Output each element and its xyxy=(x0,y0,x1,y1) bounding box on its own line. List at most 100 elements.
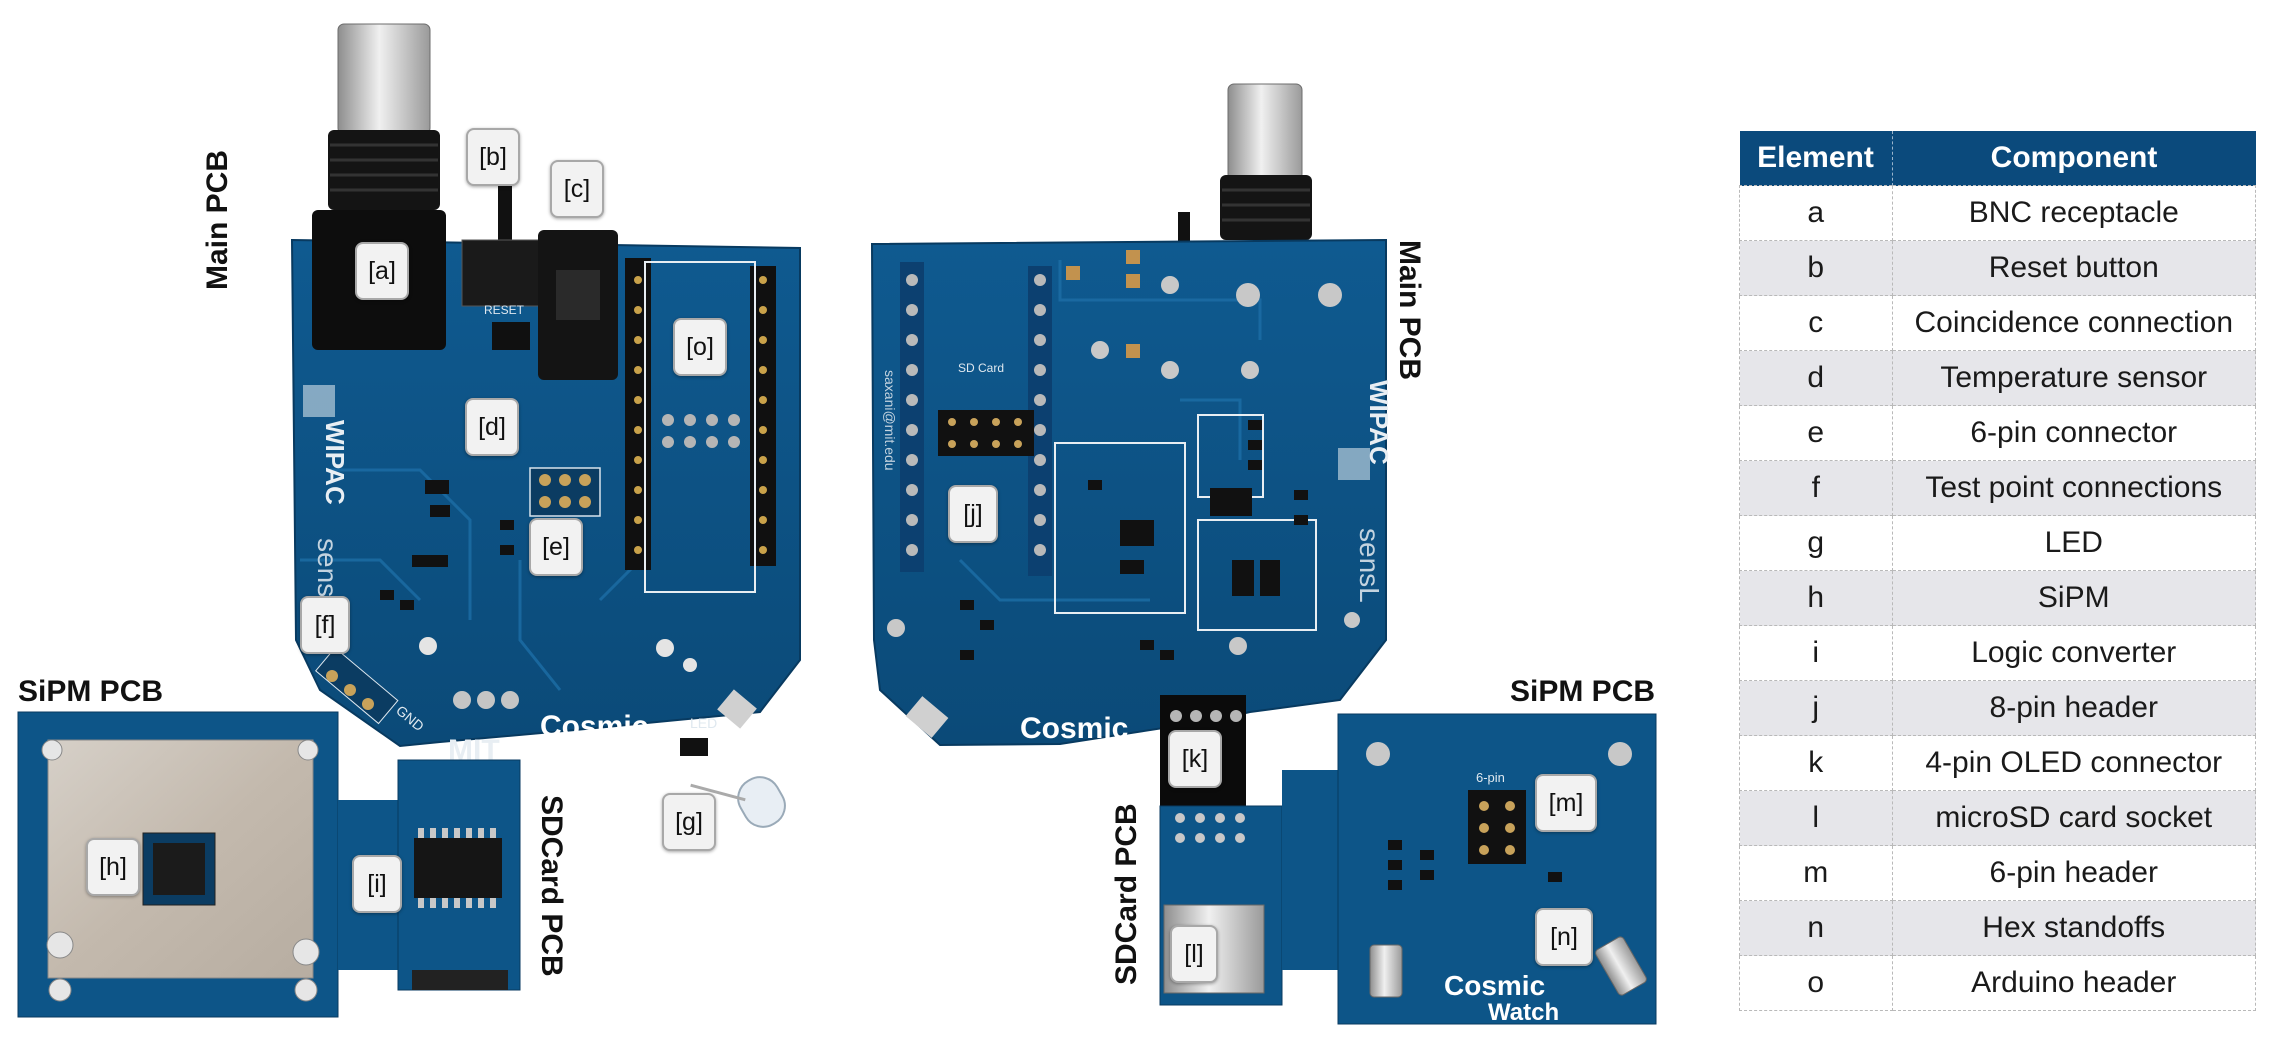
bnc-nut-right xyxy=(1220,175,1312,240)
table-header-component: Component xyxy=(1892,131,2256,186)
center-pin-block xyxy=(662,414,740,448)
table-cell-element: d xyxy=(1739,350,1893,406)
sdcard-edge-left xyxy=(412,970,508,990)
callout-m: [m] xyxy=(1535,774,1597,832)
peak-detector-outline xyxy=(1197,519,1317,631)
bnc-barrel-left xyxy=(337,23,431,135)
six-pin-header-right xyxy=(1468,790,1526,864)
eight-pin-header xyxy=(938,410,1034,456)
table-cell-element: h xyxy=(1739,570,1893,626)
table-cell-component: Reset button xyxy=(1891,240,2256,296)
table-cell-component: 4-pin OLED connector xyxy=(1891,735,2256,791)
bnc-thread-right xyxy=(1222,188,1310,222)
sdcard-silkscreen: SD Card xyxy=(958,361,1004,375)
table-cell-component: 6-pin header xyxy=(1891,845,2256,901)
table-cell-element: c xyxy=(1739,295,1893,351)
sipm-holes-right xyxy=(1366,742,1632,766)
callout-l: [l] xyxy=(1170,925,1218,983)
table-cell-element: o xyxy=(1739,955,1893,1011)
led-pads xyxy=(680,738,708,756)
reset-button-body xyxy=(461,239,547,307)
logic-converter-chip xyxy=(414,838,502,898)
smd-components-right xyxy=(960,420,1308,660)
test-points xyxy=(315,647,399,725)
wipac-logo-left xyxy=(303,385,335,417)
table-cell-component: Test point connections xyxy=(1891,460,2256,516)
reset-silkscreen: RESET xyxy=(484,303,525,317)
hex-standoff-2 xyxy=(1595,936,1647,996)
cosmic-logo-left: Cosmic xyxy=(540,710,648,743)
table-cell-element: k xyxy=(1739,735,1893,791)
callout-b: [b] xyxy=(466,128,520,186)
temperature-sensor xyxy=(492,322,530,350)
bnc-thread-left xyxy=(330,143,438,192)
sdcard-pins-right xyxy=(1175,813,1245,843)
six-pin-header-pins xyxy=(1479,801,1515,855)
header-holes-right xyxy=(906,274,1046,556)
traces-right xyxy=(958,260,1262,602)
callout-d: [d] xyxy=(465,398,519,456)
watch-logo-left: Watch xyxy=(585,740,662,770)
sipm-bridge-right xyxy=(1282,770,1340,970)
reset-stem-right xyxy=(1178,212,1190,246)
callout-c: [c] xyxy=(550,160,604,218)
label-sipm-pcb-right: SiPM PCB xyxy=(1510,675,1656,708)
table-cell-component: Hex standoffs xyxy=(1891,900,2256,956)
wipac-logo-right xyxy=(1338,448,1370,480)
copper-pads-right xyxy=(1066,250,1140,358)
callout-a: [a] xyxy=(355,242,409,300)
reset-button-stem xyxy=(498,185,512,245)
callout-f: [f] xyxy=(300,596,350,654)
table-cell-element: i xyxy=(1739,625,1893,681)
wipac-silkscreen-left: WIPAC xyxy=(320,420,350,505)
label-main-pcb-left: Main PCB xyxy=(201,149,234,290)
table-cell-component: microSD card socket xyxy=(1891,790,2256,846)
label-main-pcb-right: Main PCB xyxy=(1393,240,1426,381)
label-sipm-pcb-left: SiPM PCB xyxy=(18,675,164,708)
table-cell-component: Temperature sensor xyxy=(1891,350,2256,406)
sensl-silkscreen-right: sensL xyxy=(1354,528,1385,603)
sipm-screws xyxy=(41,739,320,1002)
dcdc-booster-outline xyxy=(1054,442,1186,614)
table-cell-component: Logic converter xyxy=(1891,625,2256,681)
led-bulb xyxy=(690,776,786,828)
table-cell-component: BNC receptacle xyxy=(1891,185,2256,241)
sipm-smd-right xyxy=(1388,840,1562,890)
callout-h: [h] xyxy=(86,838,140,896)
led-silkscreen: LED xyxy=(690,715,717,731)
email-silkscreen-right: saxani@mit.edu xyxy=(882,370,898,471)
label-sdcard-pcb-left: SDCard PCB xyxy=(535,795,568,977)
mount-holes-left xyxy=(419,637,697,672)
table-cell-element: m xyxy=(1739,845,1893,901)
label-sdcard-pcb-right: SDCard PCB xyxy=(1110,803,1143,985)
arduino-pins xyxy=(634,276,767,554)
arduino-outline xyxy=(644,261,756,593)
callout-e: [e] xyxy=(529,518,583,576)
table-cell-component: SiPM xyxy=(1891,570,2256,626)
table-header-element: Element xyxy=(1739,131,1893,186)
table-cell-component: Arduino header xyxy=(1891,955,2256,1011)
cosmic-logo-sipm: Cosmic xyxy=(1444,970,1545,1001)
table-cell-component: 8-pin header xyxy=(1891,680,2256,736)
table-cell-component: 6-pin connector xyxy=(1891,405,2256,461)
callout-n: [n] xyxy=(1535,908,1593,966)
watch-logo-right: Watch xyxy=(1064,742,1141,772)
oled-pins xyxy=(1170,710,1242,722)
standoff-main-left xyxy=(717,689,757,729)
six-pin-silkscreen: 6-pin xyxy=(1476,770,1505,785)
